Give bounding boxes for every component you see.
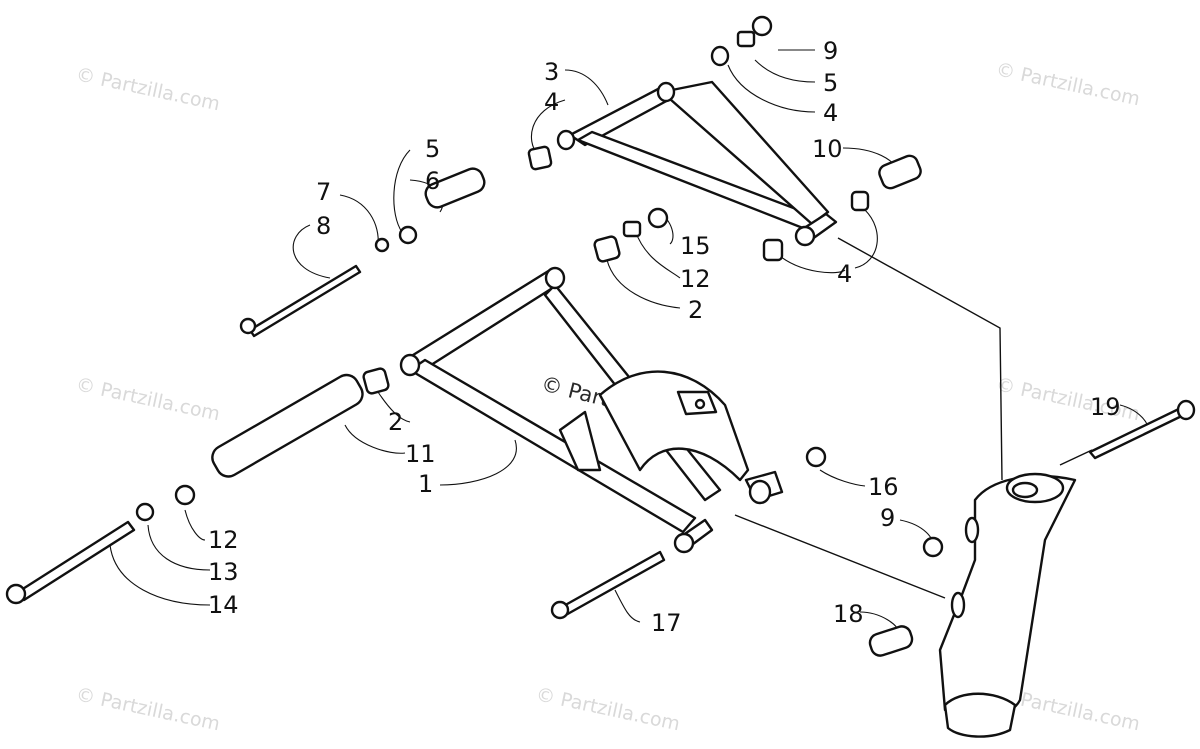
callout-2-mid: 2 [388,408,403,436]
callout-14: 14 [208,591,239,619]
leader-2-top [606,259,681,309]
watermark-top-left: © Partzilla.com [74,63,222,115]
leader-13 [147,524,211,571]
leader-17 [614,589,641,623]
upper-a-arm [556,80,838,247]
callout-6: 6 [425,167,440,195]
callout-5-top-right: 5 [823,69,838,97]
align-line-upper [837,237,1003,481]
watermark-top-right: © Partzilla.com [994,58,1142,110]
callout-7: 7 [316,178,331,206]
callout-5-left: 5 [425,135,440,163]
leader-3 [564,69,609,106]
align-line-lower [734,514,946,599]
leader-5-left [393,149,411,233]
leader-2-mid [377,391,411,423]
callout-3: 3 [544,58,559,86]
callout-4-top-right: 4 [823,99,838,127]
callouts: 1 2 2 3 4 4 4 5 5 6 7 8 9 9 10 11 12 12 … [208,37,1121,637]
leader-16 [819,469,866,487]
leader-lines [109,49,1149,636]
leader-4-lower-b [854,209,878,269]
callout-19: 19 [1090,393,1121,421]
leader-11 [344,424,406,454]
callout-9-top: 9 [823,37,838,65]
alignment-lines [734,237,1093,599]
leader-4-lower [774,251,846,274]
leader-5-top [754,59,816,83]
callout-2-top: 2 [688,296,703,324]
callout-12-bottom: 12 [208,526,239,554]
lower-a-arm [399,266,784,554]
callout-10: 10 [812,135,843,163]
leader-12-bottom [184,509,206,541]
leader-7 [339,194,379,246]
watermark-bottom-center: © Partzilla.com [534,683,682,735]
callout-18: 18 [833,600,864,628]
spindle [938,472,1077,738]
upper-arm-hardware [239,15,922,338]
leader-1 [439,439,517,486]
callout-1: 1 [418,470,433,498]
callout-17: 17 [651,609,682,637]
callout-4-upper-left: 4 [544,88,559,116]
leader-4-top [727,64,816,113]
lower-arm-hardware [5,207,1196,657]
callout-11: 11 [405,440,436,468]
callout-8: 8 [316,212,331,240]
callout-12-top: 12 [680,265,711,293]
callout-16: 16 [868,473,899,501]
callout-4-lower-right: 4 [837,260,852,288]
leader-12-top [634,229,681,279]
leader-8 [292,224,331,279]
align-line-bolt19 [1059,449,1093,466]
callout-15: 15 [680,232,711,260]
callout-9-right: 9 [880,504,895,532]
callout-13: 13 [208,558,239,586]
leader-14 [109,544,211,606]
watermark-bottom-left: © Partzilla.com [74,683,222,735]
watermark-mid-left: © Partzilla.com [74,373,222,425]
